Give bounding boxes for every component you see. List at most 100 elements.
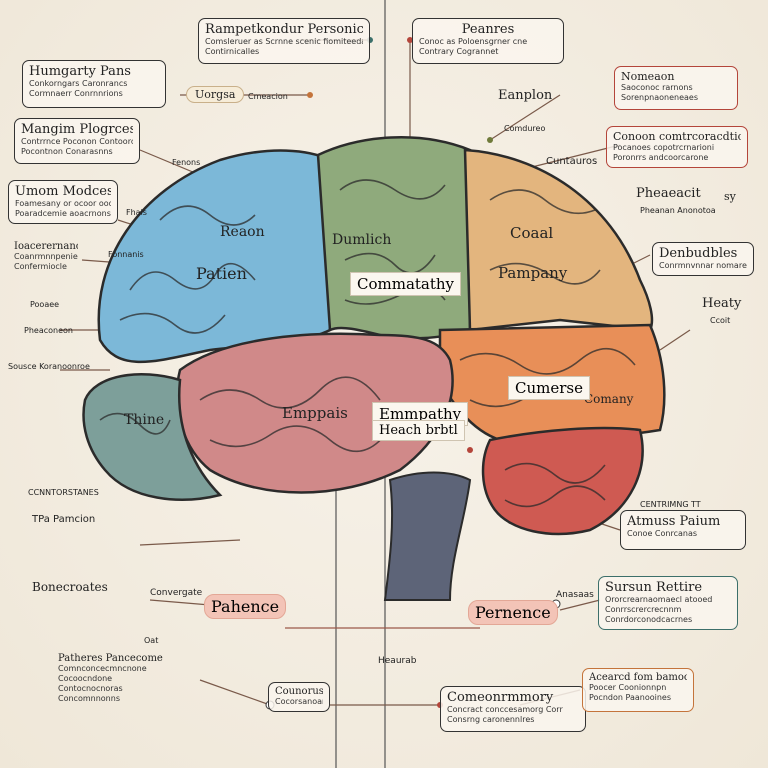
callout-title: Counoruss	[275, 686, 323, 697]
callout-left-2: Mangim Plogrces Contrrnce Poconon Contoo…	[14, 118, 140, 164]
callout-line: Comnconcecmncnone	[58, 664, 147, 673]
callout-title: Conoon comtrcoracdtion	[613, 130, 741, 143]
callout-line: Consrng caronennlres	[447, 715, 535, 724]
callout-line: Comsleruer as Scrnne scenic fiomiteedaal	[205, 37, 363, 46]
boxed-label-heach: Heach brbtl	[372, 420, 465, 441]
callout-line: Conoe Conrcanas	[627, 529, 698, 538]
tag-pheaeacit: Pheaeacit	[636, 186, 701, 201]
tag-oat: Oat	[144, 636, 159, 645]
region-label-coaal: Coaal	[510, 224, 554, 242]
callout-line: Saoconoc rarnons	[621, 83, 693, 92]
callout-bottom-right: Acearcd fom bamoorest Poocer Coonionnpn …	[582, 668, 694, 712]
callout-title: Umom Modces	[15, 184, 111, 199]
tag-comdureo: Comdureo	[504, 124, 546, 133]
tag-tpa-pamcion: TPa Pamcion	[32, 514, 96, 525]
callout-line: Contirnicalles	[205, 47, 260, 56]
callout-line: Conrdorconodcacrnes	[605, 615, 693, 624]
tag-uorgsa: Uorgsa	[186, 86, 245, 103]
region-label-dumlich: Dumlich	[332, 232, 392, 248]
boxed-label-cumerse: Cumerse	[508, 376, 590, 400]
callout-right-3: Atmuss Paium Conoe Conrcanas	[620, 510, 746, 550]
callout-line: Pocndon Paanooines	[589, 693, 671, 702]
tag-pooaee: Pooaee	[30, 300, 60, 309]
callout-line: Poronrrs andcoorcarone	[613, 153, 709, 162]
region-label-patien: Patien	[196, 264, 247, 283]
callout-title: Humgarty Pans	[29, 64, 131, 79]
tag-cuntauros: Cuntauros	[546, 156, 598, 167]
callout-line: Concomnnonns	[58, 694, 120, 703]
tag-centrimng: CENTRIMNG TT	[640, 500, 701, 509]
tag-pheanan: Pheanan Anonotoa	[640, 206, 716, 215]
callout-title: Ioacerernance	[14, 241, 78, 252]
callout-line: Cocorsanoanos	[275, 697, 323, 706]
callout-line: Coanrmnnpenien	[14, 252, 78, 261]
callout-right-1: Conoon comtrcoracdtion Pocanoes copotrcr…	[606, 126, 748, 168]
callout-left-4: Ioacerernance Coanrmnnpenien Confermiocl…	[8, 238, 84, 278]
boxed-label-patience-left: Pahence	[204, 594, 287, 619]
tag-anasaas: Anasaas	[556, 590, 594, 600]
tag-cmeacion: Cmeacion	[248, 92, 288, 101]
callout-line: Ororcrearnaomaecl atooed	[605, 595, 713, 604]
callout-line: Contrary Cogrannet	[419, 47, 499, 56]
callout-line: Contocnocnoras	[58, 684, 123, 693]
callout-right-4: Sursun Rettire Ororcrearnaomaecl atooed …	[598, 576, 738, 630]
occipital-lobe	[463, 148, 654, 332]
tag-heaty: Heaty	[702, 296, 742, 311]
callout-title: Mangim Plogrces	[21, 122, 133, 137]
tag-sousce: Sousce Koranoonroe	[8, 362, 90, 371]
tag-convergate: Convergate	[150, 588, 203, 598]
tag-heaurab: Heaurab	[378, 656, 417, 666]
callout-title: Denbudbles	[659, 246, 738, 261]
boxed-label-commatathy: Commatathy	[350, 272, 462, 296]
callout-line: Contrrnce Poconon Contoorcs	[21, 137, 133, 146]
tag-pheaconeon: Pheaconeon	[24, 326, 73, 335]
callout-line: Conrmnvnnar nomarenes	[659, 261, 747, 270]
callout-top-center: Rampetkondur Personic Comsleruer as Scrn…	[198, 18, 370, 64]
tag-bonecroates: Bonecroates	[32, 580, 108, 594]
callout-bottom-left: Patheres Pancecome Comnconcecmncnone Coc…	[52, 650, 192, 734]
region-label-reaon: Reaon	[220, 224, 265, 240]
callout-left-1: Humgarty Pans Conkorngars Caronrancs Cor…	[22, 60, 166, 108]
callout-line: Confermiocle	[14, 262, 67, 271]
callout-top-right: Peanres Conoc as Poloensgrner cne Contra…	[412, 18, 564, 64]
callout-line: Cocoocndone	[58, 674, 113, 683]
callout-line: Conrrscrercrecnnm	[605, 605, 682, 614]
callout-left-3: Umom Modces Foamesany or ocoor ood Poara…	[8, 180, 118, 224]
callout-title: Peanres	[461, 22, 515, 37]
cerebellum	[481, 426, 644, 536]
callout-line: Cormnaerr Conrnnrions	[29, 89, 123, 98]
tag-ccoit: Ccoit	[710, 316, 731, 325]
teal-lobe	[82, 373, 223, 501]
callout-title: Acearcd fom bamoorest	[589, 672, 687, 683]
tag-fenons: Fenons	[172, 158, 201, 167]
callout-line: Concract conccesamorg Corr	[447, 705, 563, 714]
region-label-comay: Comany	[584, 392, 634, 406]
callout-title: Rampetkondur Personic	[205, 22, 363, 37]
callout-title: Atmuss Paium	[627, 514, 721, 529]
callout-title: Patheres Pancecome	[58, 653, 163, 664]
callout-title: Nomeaon	[621, 70, 675, 83]
region-label-pampany: Pampany	[498, 264, 568, 282]
callout-bottom-center-right: Comeonrmmory Concract conccesamorg Corr …	[440, 686, 586, 732]
callout-right-small: Nomeaon Saoconoc rarnons Sorenpnaoneneae…	[614, 66, 738, 110]
tag-sy: sy	[724, 190, 736, 203]
tag-ccnntorstanes: CCNNTORSTANES	[28, 488, 99, 497]
callout-line: Conoc as Poloensgrner cne	[419, 37, 528, 46]
callout-line: Sorenpnaoneneaes	[621, 93, 698, 102]
callout-line: Conkorngars Caronrancs	[29, 79, 128, 88]
callout-title: Comeonrmmory	[447, 690, 554, 705]
tag-fhals: Fhals	[126, 208, 147, 217]
callout-title: Sursun Rettire	[605, 580, 703, 595]
tag-eanplon: Eanplon	[498, 88, 553, 103]
callout-line: Pocanoes copotrcrnarioni	[613, 143, 715, 152]
callout-line: Poocer Coonionnpn	[589, 683, 667, 692]
brain-stem	[383, 471, 472, 601]
callout-bottom-center: Counoruss Cocorsanoanos	[268, 682, 330, 712]
region-label-thine: Thine	[124, 412, 165, 428]
callout-right-2: Denbudbles Conrmnvnnar nomarenes	[652, 242, 754, 276]
callout-line: Poaradcemie aoacrnons	[15, 209, 111, 218]
tag-fonnanis: Fonnanis	[108, 250, 144, 259]
callout-line: Pocontnon Conarasnns	[21, 147, 113, 156]
